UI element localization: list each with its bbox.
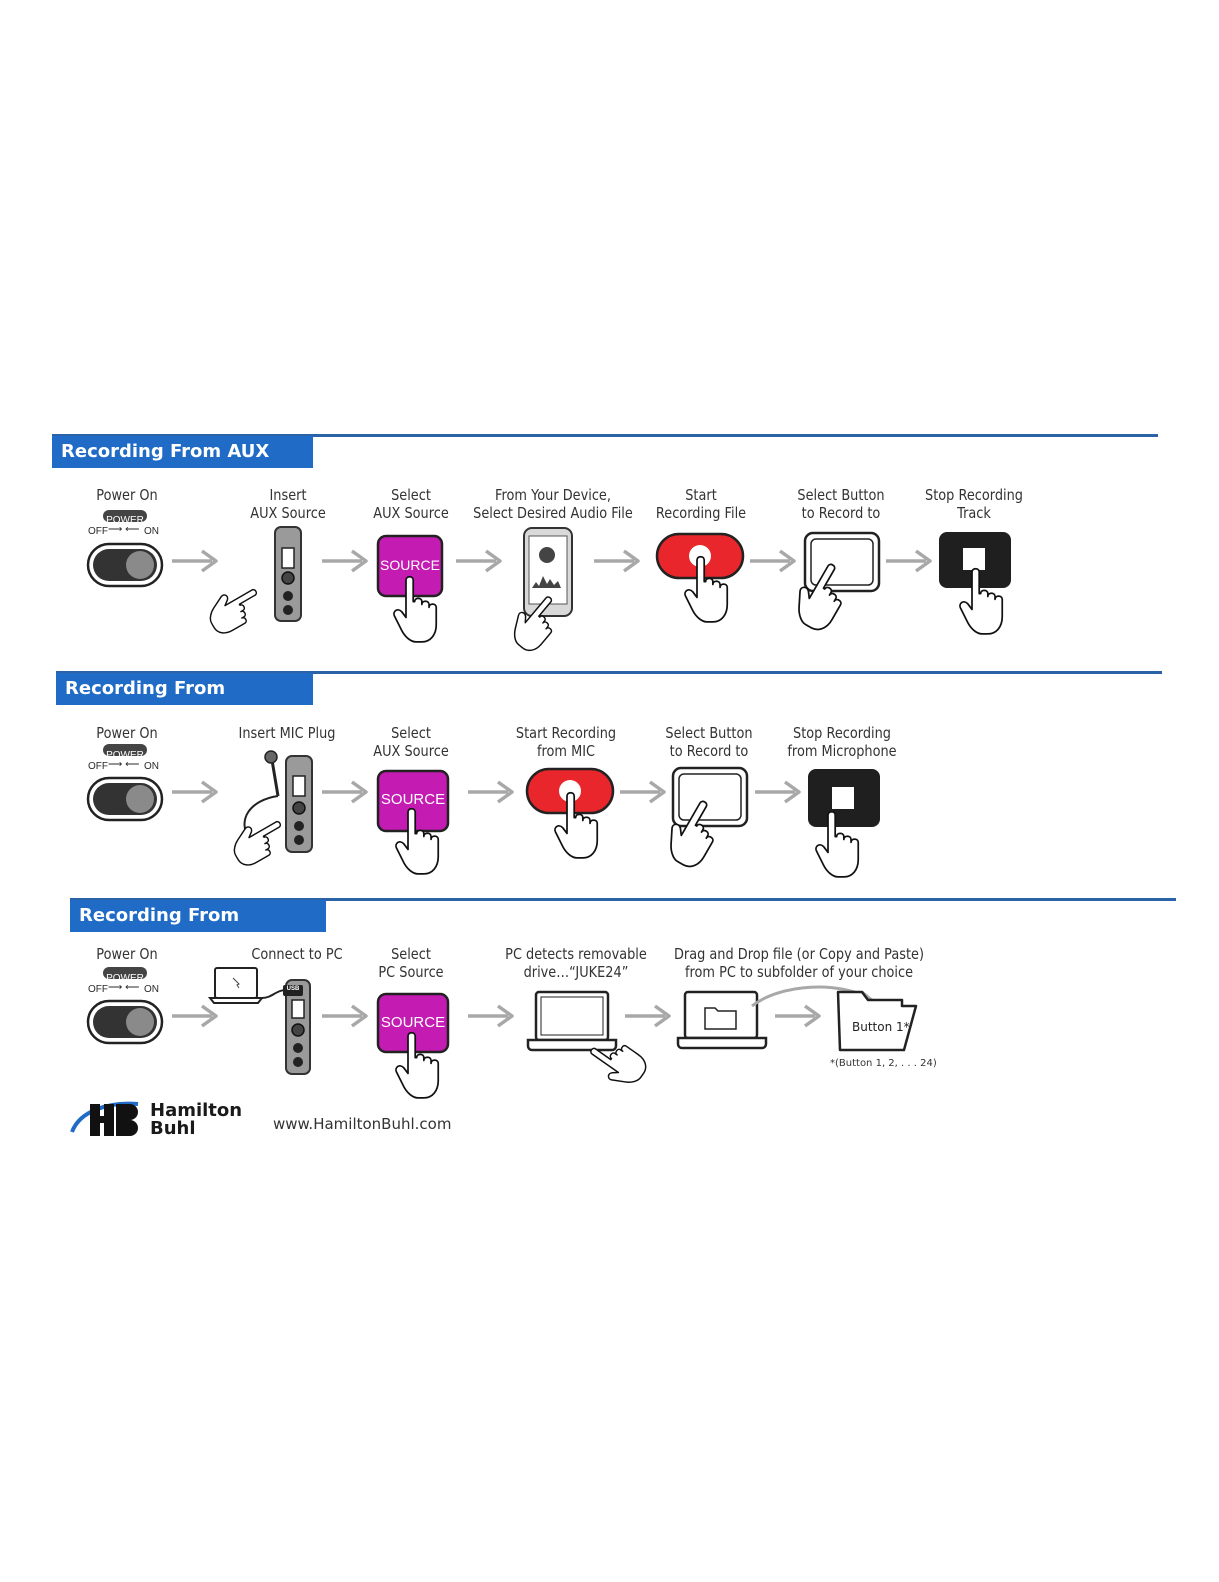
usb-badge-icon bbox=[283, 985, 303, 996]
arrow-icon bbox=[320, 1004, 368, 1028]
step-label: Select AUX Source bbox=[373, 724, 449, 760]
section-1-title: Recording From AUX bbox=[52, 436, 313, 468]
switch-power-label: POWER bbox=[106, 750, 144, 761]
arrow-icon bbox=[773, 1004, 821, 1028]
arrow-icon bbox=[748, 549, 796, 573]
arrow-icon bbox=[592, 549, 640, 573]
step-label: Connect to PC bbox=[251, 945, 343, 963]
arrow-icon bbox=[753, 780, 801, 804]
folder-label: Button 1* bbox=[852, 1020, 910, 1034]
step-label: PC detects removable drive…“JUKE24” bbox=[505, 945, 647, 981]
stop-button-icon bbox=[939, 532, 1011, 588]
switch-on-label: ON bbox=[144, 761, 159, 772]
arrow-icon bbox=[623, 1004, 671, 1028]
section-3-rule bbox=[70, 898, 1176, 901]
step-label: Power On bbox=[96, 724, 158, 742]
section-2-rule bbox=[56, 671, 1162, 674]
arrow-icon bbox=[618, 780, 666, 804]
step-label: Start Recording File bbox=[655, 486, 747, 522]
arrow-icon bbox=[320, 549, 368, 573]
step-label: Stop Recording from Microphone bbox=[787, 724, 897, 760]
source-button-label: SOURCE bbox=[380, 791, 446, 808]
arrow-icon bbox=[454, 549, 502, 573]
switch-arrows-icon: ⟶ ⟵ bbox=[108, 524, 140, 535]
laptop-icon bbox=[676, 990, 768, 1050]
step-label: Select AUX Source bbox=[373, 486, 449, 522]
switch-power-label: POWER bbox=[106, 973, 144, 984]
arrow-icon bbox=[466, 1004, 514, 1028]
step-label: Start Recording from MIC bbox=[515, 724, 617, 760]
stop-button-icon bbox=[808, 769, 880, 827]
switch-off-label: OFF bbox=[88, 761, 108, 772]
switch-arrows-icon: ⟶ ⟵ bbox=[108, 759, 140, 770]
phone-icon bbox=[523, 527, 573, 617]
logo-buhl: Buhl bbox=[150, 1118, 196, 1139]
switch-on-label: ON bbox=[144, 984, 159, 995]
step-label: Select Button to Record to bbox=[665, 724, 753, 760]
laptop-icon bbox=[207, 967, 287, 1004]
step-label: Power On bbox=[96, 945, 158, 963]
select-button-icon bbox=[671, 766, 749, 828]
step-label: Insert AUX Source bbox=[250, 486, 326, 522]
section-3-title: Recording From Computer bbox=[70, 900, 326, 958]
laptop-icon bbox=[526, 990, 618, 1052]
arrow-icon bbox=[320, 780, 368, 804]
switch-power-label: POWER bbox=[106, 515, 144, 526]
hamilton-buhl-logo-icon bbox=[70, 1101, 139, 1136]
device-panel-icon bbox=[285, 755, 313, 853]
step-label: From Your Device, Select Desired Audio F… bbox=[473, 486, 633, 522]
switch-off-label: OFF bbox=[88, 526, 108, 537]
source-button-label: SOURCE bbox=[380, 1014, 446, 1031]
device-panel-icon bbox=[285, 979, 311, 1075]
arrow-icon bbox=[466, 780, 514, 804]
arrow-icon bbox=[170, 1004, 218, 1028]
switch-on-label: ON bbox=[144, 526, 159, 537]
section-1-rule bbox=[52, 434, 1158, 437]
logo-hamilton: Hamilton bbox=[150, 1100, 243, 1121]
switch-arrows-icon: ⟶ ⟵ bbox=[108, 982, 140, 993]
hand-pointer-icon bbox=[225, 811, 292, 871]
step-label: Insert MIC Plug bbox=[238, 724, 336, 742]
arrow-icon bbox=[170, 549, 218, 573]
device-panel-icon bbox=[274, 526, 302, 622]
website-link[interactable]: www.HamiltonBuhl.com bbox=[273, 1115, 452, 1133]
source-button-label: SOURCE bbox=[380, 557, 440, 573]
section-2-title: Recording From Microphone bbox=[56, 673, 313, 731]
switch-off-label: OFF bbox=[88, 984, 108, 995]
hand-pointer-icon bbox=[201, 579, 268, 639]
arrow-icon bbox=[170, 780, 218, 804]
arrow-icon bbox=[884, 549, 932, 573]
usb-label: USB bbox=[286, 986, 300, 992]
step-label: Drag and Drop file (or Copy and Paste) f… bbox=[673, 945, 925, 981]
step-label: Stop Recording Track bbox=[925, 486, 1023, 522]
footnote: *(Button 1, 2, . . . 24) bbox=[830, 1058, 937, 1069]
step-label: Select Button to Record to bbox=[797, 486, 885, 522]
folder-icon bbox=[836, 990, 918, 1052]
select-button-icon bbox=[803, 531, 881, 593]
step-label: Select PC Source bbox=[378, 945, 444, 981]
step-label: Power On bbox=[96, 486, 158, 504]
